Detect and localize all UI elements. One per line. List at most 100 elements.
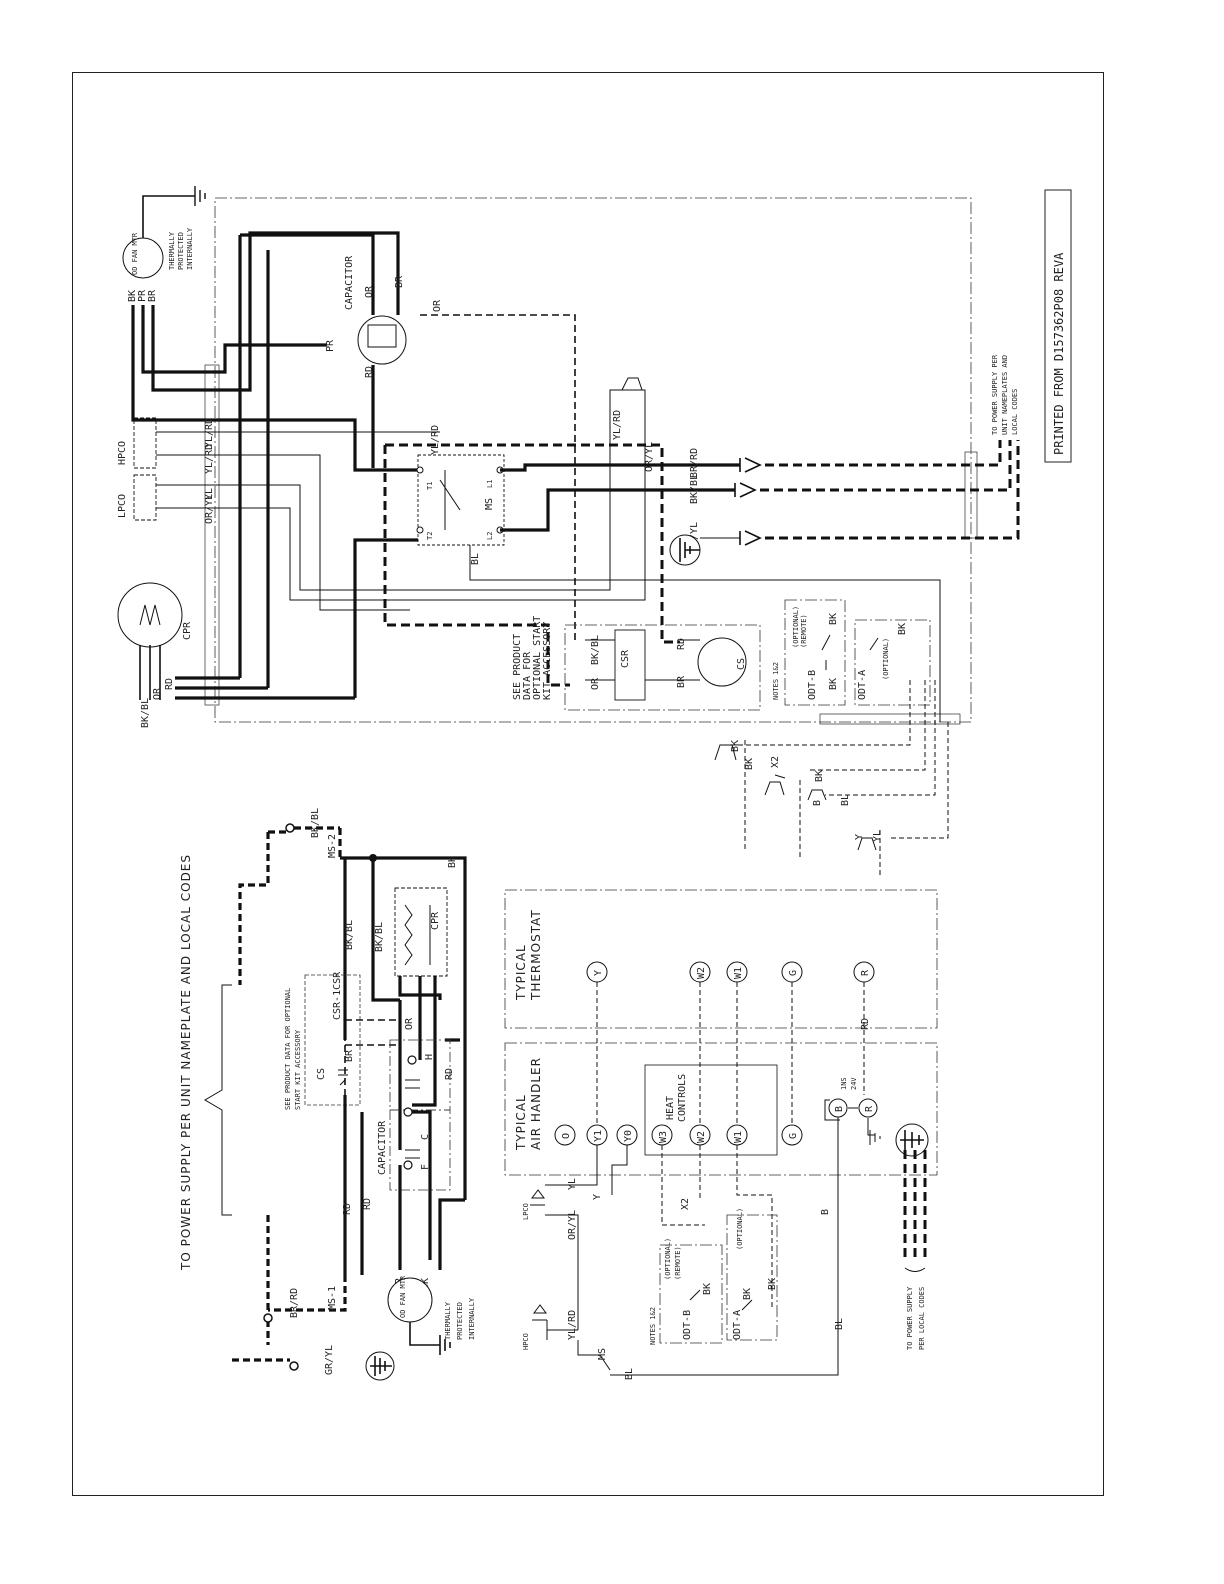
svg-text:KIT ACCESSORY: KIT ACCESSORY bbox=[542, 622, 553, 700]
wire-bkbl-top bbox=[268, 826, 340, 834]
contactor-ms: T1 T2 L1 L2 MS bbox=[416, 454, 505, 546]
svg-text:SEE PRODUCT: SEE PRODUCT bbox=[512, 634, 523, 700]
svg-text:PROTECTED: PROTECTED bbox=[456, 1302, 464, 1340]
svg-text:OR/YL: OR/YL bbox=[644, 442, 655, 472]
svg-text:GR/YL: GR/YL bbox=[689, 522, 700, 552]
svg-text:X2: X2 bbox=[680, 1198, 691, 1210]
svg-text:BK/BL: BK/BL bbox=[344, 920, 355, 950]
hpco-label: HPCO bbox=[117, 441, 128, 465]
typical-air-handler: TYPICAL AIR HANDLER O Y1 Y0 HEAT CONTROL… bbox=[504, 1042, 938, 1176]
svg-text:Y: Y bbox=[593, 970, 604, 976]
svg-text:OR: OR bbox=[364, 285, 375, 298]
lpco-switch-icon bbox=[530, 1189, 545, 1206]
wire-fan-schematic bbox=[398, 1110, 465, 1270]
svg-text:BR: BR bbox=[676, 675, 687, 688]
odt-b-pictorial: NOTES 1&2 (OPTIONAL) (REMOTE) ODT-B BK B… bbox=[772, 599, 846, 706]
svg-text:W3: W3 bbox=[658, 1131, 669, 1143]
svg-text:YL/RD: YL/RD bbox=[204, 418, 215, 448]
svg-text:Y0: Y0 bbox=[623, 1130, 634, 1142]
svg-text:BK: BK bbox=[742, 1288, 753, 1300]
wire-lpco bbox=[545, 1214, 579, 1330]
svg-text:PER LOCAL CODES: PER LOCAL CODES bbox=[918, 1287, 926, 1350]
svg-text:BR: BR bbox=[394, 275, 405, 288]
svg-text:RD: RD bbox=[342, 1203, 353, 1215]
wire-fan-pr bbox=[141, 305, 327, 374]
csr-label: CSR bbox=[620, 649, 631, 668]
svg-text:T1: T1 bbox=[426, 482, 434, 490]
svg-text:UNIT NAMEPLATES AND: UNIT NAMEPLATES AND bbox=[1001, 355, 1009, 435]
svg-text:YL/RD: YL/RD bbox=[430, 425, 441, 455]
svg-text:BR: BR bbox=[147, 289, 158, 302]
svg-text:24V: 24V bbox=[850, 1077, 858, 1090]
svg-text:W2: W2 bbox=[696, 967, 707, 979]
hpco-switch: HPCO YL/RD YL/RD bbox=[117, 417, 440, 611]
svg-text:BK/BL: BK/BL bbox=[140, 698, 151, 728]
svg-text:BK: BK bbox=[730, 740, 741, 752]
svg-text:OR: OR bbox=[590, 677, 601, 690]
svg-text:R: R bbox=[860, 969, 871, 976]
schematic-cpr: CPR bbox=[394, 887, 448, 1040]
wire-l2 bbox=[500, 488, 735, 532]
svg-text:RD: RD bbox=[860, 1018, 871, 1030]
wire-or-dashed bbox=[420, 314, 576, 640]
svg-text:BL: BL bbox=[470, 553, 481, 565]
svg-text:TYPICAL: TYPICAL bbox=[514, 1094, 528, 1151]
ground-symbol-top bbox=[142, 186, 206, 240]
svg-text:BK/BL: BK/BL bbox=[310, 808, 321, 838]
svg-text:BK: BK bbox=[828, 613, 839, 625]
contactor-label: MS bbox=[484, 498, 495, 510]
svg-text:L2: L2 bbox=[486, 532, 494, 540]
svg-text:YL/RD: YL/RD bbox=[612, 410, 623, 440]
heat-control-wires bbox=[661, 1145, 773, 1310]
schematic-start-kit: SEE PRODUCT DATA FOR OPTIONAL START KIT … bbox=[284, 971, 400, 1110]
wire-fan-br bbox=[151, 231, 400, 392]
svg-text:X2: X2 bbox=[770, 756, 781, 768]
svg-text:RD: RD bbox=[364, 366, 375, 378]
svg-text:B: B bbox=[812, 800, 823, 806]
svg-text:PRINTED FROM D157362P08 REVA: PRINTED FROM D157362P08 REVA bbox=[1052, 252, 1066, 455]
svg-text:O: O bbox=[561, 1133, 572, 1139]
lpco-label: LPCO bbox=[117, 494, 128, 518]
svg-text:RD: RD bbox=[444, 1068, 455, 1080]
typical-thermostat: TYPICAL THERMOSTAT Y W2 W1 G R RD bbox=[504, 889, 938, 1030]
svg-text:BK: BK bbox=[897, 623, 908, 635]
wire-l1 bbox=[500, 463, 740, 472]
svg-text:BK: BK bbox=[828, 678, 839, 690]
svg-text:B: B bbox=[820, 1209, 831, 1215]
ground-symbol-mid bbox=[669, 534, 701, 566]
power-supply-wires: BR/RD BK/BL GR/YL TO POWER SUPPLY PER UN… bbox=[689, 354, 1020, 552]
svg-text:Y1: Y1 bbox=[593, 1130, 604, 1142]
printed-from-note: PRINTED FROM D157362P08 REVA bbox=[1044, 189, 1072, 463]
odt-a-pictorial: ODT-A (OPTIONAL) BK bbox=[854, 619, 931, 706]
compressor-cpr: CPR BK/BL OR RD bbox=[117, 582, 193, 728]
wire-or-h bbox=[398, 1000, 422, 1150]
svg-text:THERMALLY: THERMALLY bbox=[444, 1301, 452, 1340]
svg-text:OPTIONAL START: OPTIONAL START bbox=[532, 616, 543, 700]
wire-b-bl bbox=[610, 1117, 839, 1376]
svg-text:(OPTIONAL): (OPTIONAL) bbox=[736, 1208, 744, 1250]
power-terminal-block bbox=[964, 451, 978, 539]
svg-text:AIR HANDLER: AIR HANDLER bbox=[529, 1057, 543, 1150]
od-fan-motor: OD FAN MTR BK PR BR THERMALLY PROTECTED … bbox=[122, 227, 194, 302]
svg-text:OR: OR bbox=[432, 299, 443, 312]
svg-text:(REMOTE): (REMOTE) bbox=[674, 1246, 682, 1280]
svg-text:BK: BK bbox=[814, 770, 825, 782]
svg-text:H: H bbox=[424, 1054, 435, 1060]
svg-text:YL: YL bbox=[872, 830, 883, 842]
svg-text:START KIT ACCESSORY: START KIT ACCESSORY bbox=[294, 1029, 302, 1110]
svg-text:MS: MS bbox=[597, 1348, 608, 1360]
capacitor-label: CAPACITOR bbox=[344, 255, 355, 310]
svg-text:YL: YL bbox=[567, 1178, 578, 1190]
svg-text:1NS: 1NS bbox=[840, 1077, 848, 1090]
svg-text:Y: Y bbox=[592, 1194, 603, 1200]
svg-text:OR: OR bbox=[404, 1017, 415, 1030]
schematic-fan-motor: OD FAN MTR THERMALLY PROTECTED INTERNALL… bbox=[387, 1275, 476, 1355]
svg-text:W1: W1 bbox=[733, 967, 744, 979]
svg-text:BK: BK bbox=[447, 856, 458, 868]
wire-start-kit-route bbox=[383, 443, 680, 687]
svg-text:RD: RD bbox=[676, 638, 687, 650]
schematic-ground: GR/YL bbox=[232, 1345, 395, 1381]
wire-l1-supply bbox=[238, 832, 270, 985]
svg-text:B: B bbox=[834, 1106, 845, 1112]
pictorial-diagram: OD FAN MTR BK PR BR THERMALLY PROTECTED … bbox=[117, 186, 1072, 875]
